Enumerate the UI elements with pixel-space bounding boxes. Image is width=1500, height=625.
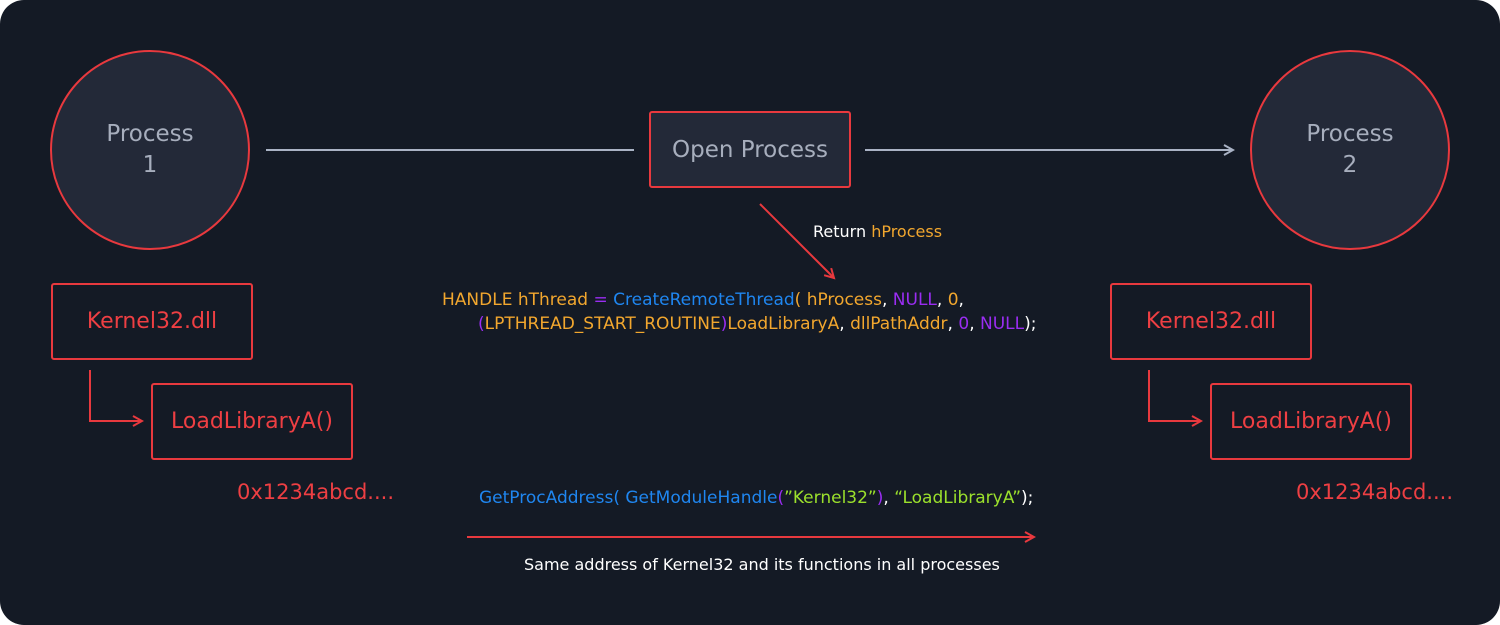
right-address: 0x1234abcd.... [1296, 480, 1454, 504]
open-process-label: Open Process [672, 136, 828, 163]
same-address-note: Same address of Kernel32 and its functio… [524, 555, 1000, 574]
code-token: , [936, 290, 948, 310]
get-proc-address-code: GetProcAddress( GetModuleHandle(”Kernel3… [479, 486, 1033, 510]
process-1-label: Process [106, 121, 194, 147]
code-token: , [969, 314, 980, 334]
process-1-node: Process 1 [50, 50, 250, 250]
code-token: ( [478, 314, 485, 334]
code-token: , [839, 314, 851, 334]
code-token: , [947, 314, 959, 334]
code-token: ); [1021, 488, 1034, 508]
process-2-node: Process 2 [1250, 50, 1450, 250]
right-loadlibrary-box: LoadLibraryA() [1210, 383, 1412, 460]
left-address: 0x1234abcd.... [237, 480, 395, 504]
code-token: GetModuleHandle [625, 488, 778, 508]
right-kernel32-box: Kernel32.dll [1110, 283, 1312, 360]
code-token: ( [794, 290, 807, 310]
code-token: LPTHREAD_START_ROUTINE [484, 314, 721, 334]
code-token: dllPathAddr [850, 314, 948, 334]
code-line-1: HANDLE hThread = CreateRemoteThread( hPr… [442, 288, 1036, 312]
code-token: hProcess [806, 290, 882, 310]
code-token: ( [613, 488, 626, 508]
code-token: NULL [892, 290, 937, 310]
left-loadlibrary-label: LoadLibraryA() [171, 409, 333, 434]
code-token: , [958, 290, 964, 310]
arrow-right-dll-to-func [1148, 370, 1201, 421]
left-loadlibrary-box: LoadLibraryA() [151, 383, 353, 460]
code-token: ”Kernel32” [784, 488, 877, 508]
return-label: Return hProcess [813, 222, 942, 241]
open-process-node: Open Process [649, 111, 851, 188]
code-token: NULL [980, 314, 1025, 334]
code-token: ) [720, 314, 728, 334]
code-token: , [881, 290, 893, 310]
left-kernel32-box: Kernel32.dll [51, 283, 253, 360]
code-token: LoadLibraryA [727, 314, 840, 334]
code-token: , [883, 488, 895, 508]
code-token: 0 [947, 290, 959, 310]
arrow-return-hprocess [759, 203, 834, 278]
process-1-number: 1 [142, 152, 158, 178]
code-token: 0 [958, 314, 970, 334]
code-line-2: (LPTHREAD_START_ROUTINE)LoadLibraryA, dl… [442, 312, 1036, 336]
return-value: hProcess [871, 222, 943, 241]
right-loadlibrary-label: LoadLibraryA() [1230, 409, 1392, 434]
code-token: CreateRemoteThread [613, 290, 795, 310]
code-token: “LoadLibraryA” [894, 488, 1022, 508]
create-remote-thread-code: HANDLE hThread = CreateRemoteThread( hPr… [442, 288, 1036, 336]
right-kernel32-label: Kernel32.dll [1145, 309, 1277, 334]
code-token: ); [1024, 314, 1037, 334]
code-token: HANDLE hThread [442, 290, 594, 310]
return-text: Return [813, 222, 867, 241]
code-token: = [593, 290, 614, 310]
get-proc-line: GetProcAddress( GetModuleHandle(”Kernel3… [479, 486, 1033, 510]
process-2-number: 2 [1342, 152, 1358, 178]
code-token: GetProcAddress [479, 488, 614, 508]
code-token: ( [777, 488, 785, 508]
arrow-left-dll-to-func [89, 370, 142, 421]
left-kernel32-label: Kernel32.dll [86, 309, 218, 334]
process-2-label: Process [1306, 121, 1394, 147]
code-token: ) [876, 488, 884, 508]
